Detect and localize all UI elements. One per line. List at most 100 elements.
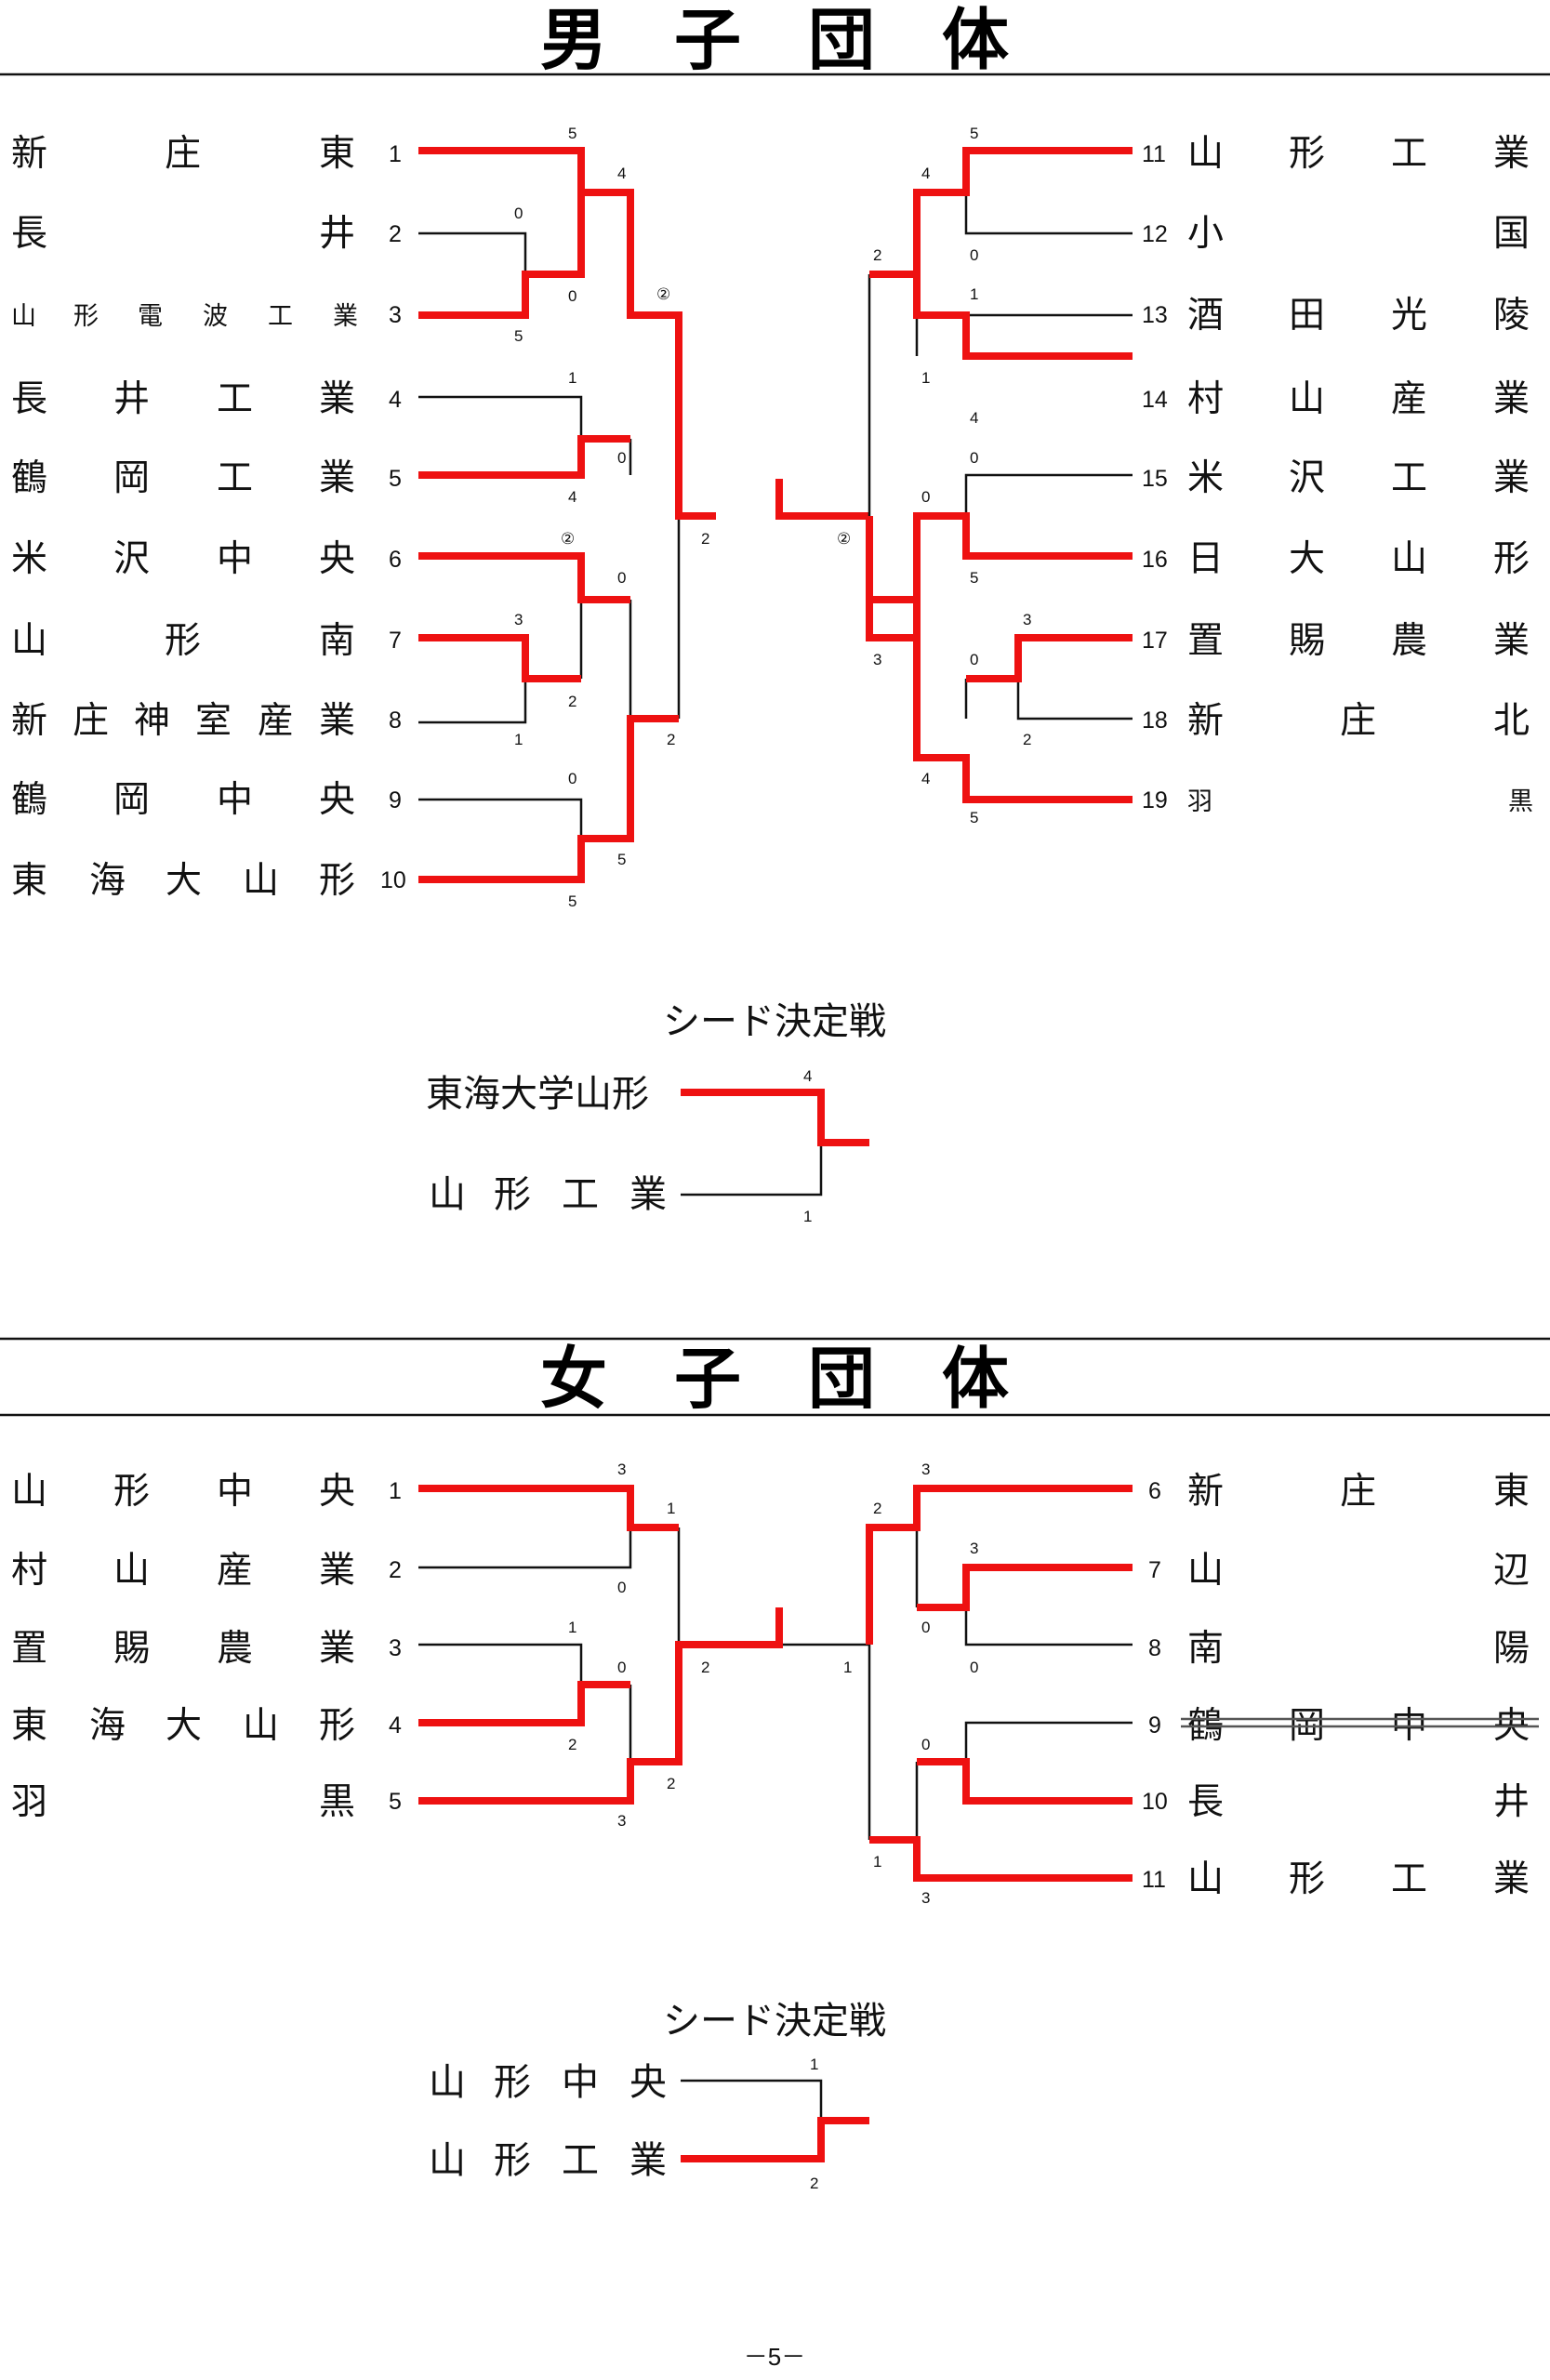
women-right-team-list: 6 新 庄 東 7 山 辺 8 南 陽 9 鶴 岡 中 央 10 長 井 [1142,1471,1539,1900]
score: 2 [701,1659,709,1676]
team-name-char: 山 [1187,1858,1224,1900]
score: 3 [970,1540,978,1557]
team-name-char: 形 [494,2061,531,2104]
team-name-char: 室 [195,700,232,742]
women-team-11: 11 山 形 工 業 [1142,1858,1530,1900]
men-right-team-list: 11 山 形 工 業 12 小 国 13 酒 田 光 陵 14 村 山 産 業 … [1142,133,1533,816]
team-name-char: 黒 [1508,787,1533,816]
men-team-15: 15 米 沢 工 業 [1142,457,1530,499]
score: 3 [1023,611,1031,628]
score: 4 [921,770,930,787]
team-name-char: 村 [11,1550,47,1592]
men-team-17: 17 置 賜 農 業 [1142,620,1530,662]
team-name-char: 神 [134,700,170,742]
score: 4 [803,1067,812,1085]
team-name-char: 工 [1391,457,1427,499]
women-team-6: 6 新 庄 東 [1148,1471,1530,1513]
score: 2 [568,1736,576,1753]
team-name-char: 新 [11,700,47,742]
team-name-char: 海 [89,1705,126,1747]
women-team-1: 山 形 中 央 1 [11,1471,402,1513]
score: 4 [568,488,576,506]
team-name-char: 長 [11,213,47,255]
team-name-char: 工 [268,302,293,331]
seed-number: 18 [1142,707,1168,734]
women-team-9-withdrawn: 9 鶴 岡 中 央 [1148,1705,1539,1747]
team-name-char: 形 [165,620,201,662]
team-name-char: 工 [1391,1858,1427,1900]
team-name-char: 山 [243,860,279,902]
score: 0 [514,205,523,222]
page-number: －5－ [744,2343,805,2371]
team-name-char: 業 [319,457,355,499]
team-name-char: 工 [562,2139,599,2182]
score: ② [656,285,670,303]
women-team-4: 東 海 大 山 形 4 [11,1705,402,1747]
men-team-14: 14 村 山 産 業 [1142,378,1530,420]
seed-number: 16 [1142,547,1168,573]
men-team-7: 山 形 南 7 [11,620,402,662]
men-seed-match-title: シード決定戦 [663,1000,886,1043]
score: 0 [970,449,978,467]
score: 5 [568,892,576,910]
score: 5 [568,125,576,142]
team-name-char: 山 [429,1173,466,1216]
men-team-8: 新 庄 神 室 産 業 8 [11,700,402,742]
seed-number: 9 [1148,1712,1161,1739]
team-name-char: 東 [11,860,47,902]
seed-number: 4 [389,1712,402,1739]
team-name-char: 南 [319,620,355,662]
team-name-char: 工 [1391,133,1427,175]
seed-number: 11 [1142,1867,1166,1893]
team-name-char: 庄 [1340,700,1376,742]
seed-number: 1 [389,141,402,167]
team-name-char: 東 [319,133,355,175]
seed-number: 10 [380,867,406,893]
score: 5 [617,851,626,868]
score: 0 [617,1659,626,1676]
women-seed-match: シード決定戦 山 形 中 央 山 形 工 業 1 2 [429,2000,886,2192]
men-team-2: 長 井 2 [11,213,402,255]
team-name-char: 国 [1493,213,1530,255]
score: ② [561,530,575,548]
team-name-char: 黒 [319,1781,355,1823]
score: 1 [667,1500,675,1517]
team-name-char: 農 [1391,620,1427,662]
team-name-char: 業 [629,2139,667,2182]
team-name-char: 形 [319,1705,355,1747]
seed-number: 2 [389,1557,402,1583]
team-name-char: 業 [319,700,355,742]
seed-number: 15 [1142,466,1168,492]
team-name-char: 陵 [1493,295,1530,337]
team-name-char: 山 [11,302,36,331]
score: 3 [617,1461,626,1478]
team-name-char: 形 [319,860,355,902]
men-right-bracket [866,147,1133,803]
men-left-scores: 5 0 0 5 4 ② 1 0 4 2 ② 0 3 2 1 2 0 5 5 [514,125,709,910]
team-name-char: 陽 [1493,1628,1530,1670]
team-name-char: 央 [319,538,355,580]
team-name-char: 山 [1187,1550,1224,1592]
seed-number: 14 [1142,387,1168,413]
team-name-char: 置 [11,1628,47,1670]
score: 1 [568,1619,576,1636]
team-name-char: 工 [217,457,253,499]
seed-number: 17 [1142,628,1168,654]
women-team-8: 8 南 陽 [1148,1628,1530,1670]
women-team-2: 村 山 産 業 2 [11,1550,402,1592]
team-name-char: 井 [113,378,150,420]
team-name-char: 工 [562,1173,599,1216]
score: 2 [667,731,675,748]
men-seed-match-top-team: 東海大学山形 [426,1073,649,1116]
score: 2 [873,1500,881,1517]
score: 1 [810,2056,818,2073]
team-name-char: 海 [89,860,126,902]
team-name-char: 中 [217,1471,253,1513]
men-team-4: 長 井 工 業 4 [11,378,402,420]
team-name-char: 形 [73,302,99,331]
team-name-char: 中 [562,2061,599,2104]
score: 0 [921,488,930,506]
score: 3 [873,651,881,668]
men-team-13: 13 酒 田 光 陵 [1142,295,1530,337]
team-name-char: 業 [629,1173,667,1216]
